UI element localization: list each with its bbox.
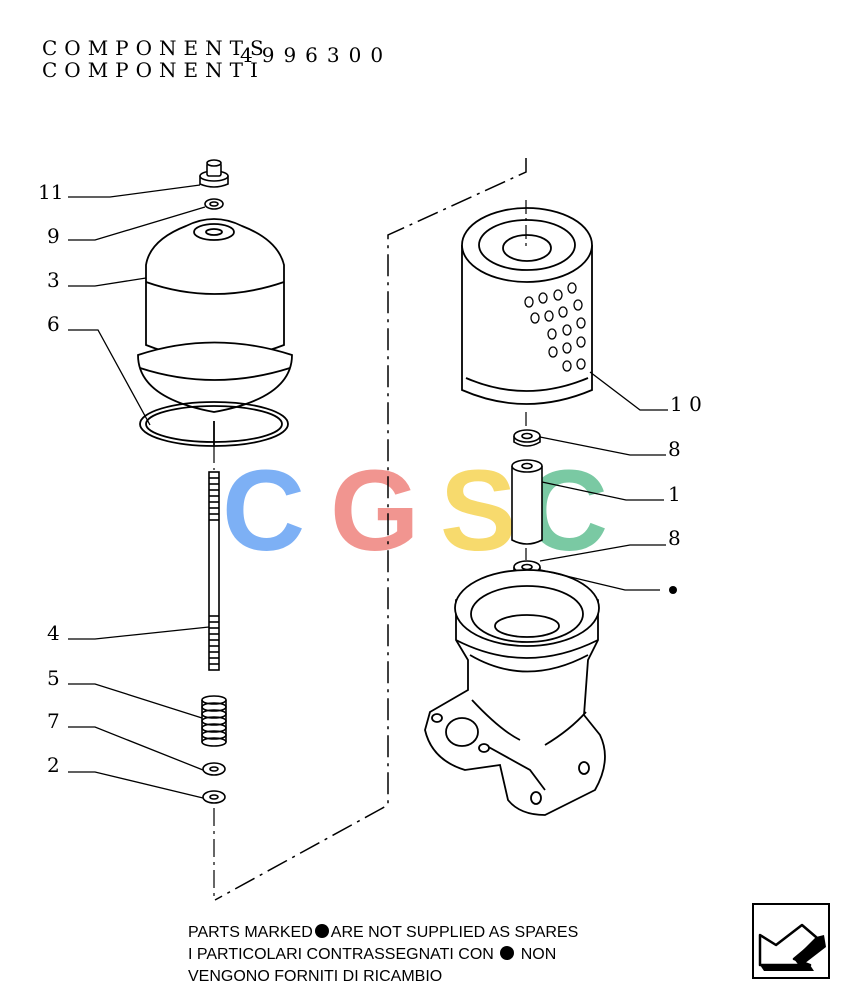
part-6-gasket-ring — [139, 401, 289, 447]
callout-11: 11 — [38, 180, 63, 204]
callout-10: 1 0 — [670, 392, 702, 416]
leader-lines — [68, 184, 668, 799]
filter-perforations — [524, 282, 586, 372]
note-line-2-end: NON — [520, 946, 557, 963]
part-1-sleeve — [511, 459, 543, 545]
callout-8-lower: 8 — [668, 526, 681, 550]
part-8-upper-washer — [513, 429, 541, 447]
note-line-1-end: ARE NOT SUPPLIED AS SPARES — [330, 924, 579, 941]
note-dot-icon-2 — [500, 946, 515, 960]
note-line-2-start: I PARTICOLARI CONTRASSEGNATI CON — [188, 946, 494, 963]
callout-3: 3 — [47, 268, 60, 292]
arrow-icon — [758, 923, 826, 971]
part-5-spring — [201, 695, 227, 747]
callout-9: 9 — [47, 224, 60, 248]
note-line-1: PARTS MARKED ARE NOT SUPPLIED AS SPARES — [188, 922, 578, 944]
filter-head-housing — [424, 569, 606, 816]
part-9-washer — [204, 198, 224, 210]
watermark-letter-c1: C — [222, 447, 305, 575]
callout-2: 2 — [47, 753, 60, 777]
callout-1: 1 — [668, 482, 681, 506]
callout-numbers: 11 9 3 6 4 5 7 2 1 0 8 1 8 — [38, 180, 702, 777]
title-components-en: COMPONENTS — [42, 36, 271, 60]
callout-8-upper: 8 — [668, 437, 681, 461]
watermark-letter-s: S — [440, 447, 517, 575]
note-line-3: VENGONO FORNITI DI RICAMBIO — [188, 968, 443, 985]
callout-4: 4 — [47, 621, 60, 645]
part-2-seal — [202, 790, 226, 804]
assembly-separator-line — [214, 158, 527, 901]
note-line-2: I PARTICOLARI CONTRASSEGNATI CON NON — [188, 944, 556, 966]
part-11-nut — [199, 159, 229, 188]
title-components-it: COMPONENTI — [42, 58, 265, 82]
part-10-filter-element — [461, 200, 593, 405]
unsupplied-part-marker — [669, 586, 677, 594]
watermark-letter-g: G — [330, 447, 419, 575]
part-4-threaded-rod — [208, 471, 220, 671]
callout-7: 7 — [47, 709, 60, 733]
next-page-button[interactable] — [752, 903, 830, 979]
part-3-filter-bowl — [137, 218, 293, 413]
part-7-washer — [202, 762, 226, 776]
note-dot-icon — [314, 924, 329, 938]
cgsc-watermark: C G S C — [222, 447, 608, 575]
callout-6: 6 — [47, 312, 60, 336]
part-code: 4996300 — [240, 43, 393, 67]
note-line-1-start: PARTS MARKED — [188, 924, 313, 941]
callout-5: 5 — [47, 666, 60, 690]
